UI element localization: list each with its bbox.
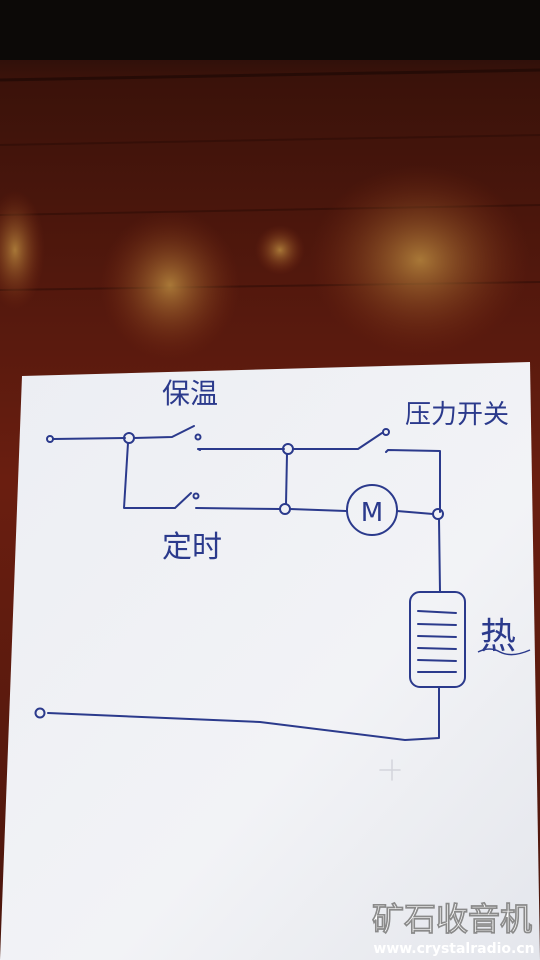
motor-symbol: [346, 484, 398, 536]
table-groove: [0, 68, 540, 82]
wire: [197, 448, 285, 451]
label-keep-warm: 保温: [162, 377, 218, 410]
label-pressure-switch: 压力开关: [405, 400, 509, 430]
heater-line: [417, 647, 457, 650]
wire: [52, 437, 126, 440]
keep-warm-switch: [133, 425, 195, 439]
table-stain: [310, 165, 530, 355]
table-stain: [0, 190, 45, 310]
input-terminal-bottom: [34, 707, 46, 719]
table-edge: [0, 0, 540, 60]
wire: [385, 449, 441, 513]
paper-sheet: [0, 362, 540, 960]
table-stain: [100, 210, 240, 360]
watermark-title: 矿石收音机: [372, 900, 532, 938]
wire: [289, 508, 347, 512]
wire: [285, 453, 288, 505]
wire: [123, 442, 192, 509]
switch-contact: [382, 428, 390, 436]
wire: [47, 687, 440, 741]
circuit-drawing: [34, 425, 466, 781]
heater-element: [409, 591, 466, 688]
table-stain: [255, 225, 305, 275]
heater-line: [417, 659, 457, 662]
table-groove: [0, 134, 540, 146]
heater-line: [417, 623, 457, 626]
wire: [195, 507, 281, 510]
switch-contact: [192, 492, 200, 500]
switch-contact: [194, 433, 202, 441]
label-timer: 定时: [162, 530, 222, 565]
watermark-url: www.crystalradio.cn: [373, 941, 534, 957]
heater-line: [417, 610, 457, 614]
label-motor: M: [361, 498, 383, 528]
pencil-smudge: [379, 759, 401, 781]
wire: [438, 518, 441, 593]
wire: [396, 510, 434, 515]
heater-line: [417, 635, 457, 638]
heater-label-flourish: [477, 648, 531, 656]
wire: [292, 432, 383, 450]
